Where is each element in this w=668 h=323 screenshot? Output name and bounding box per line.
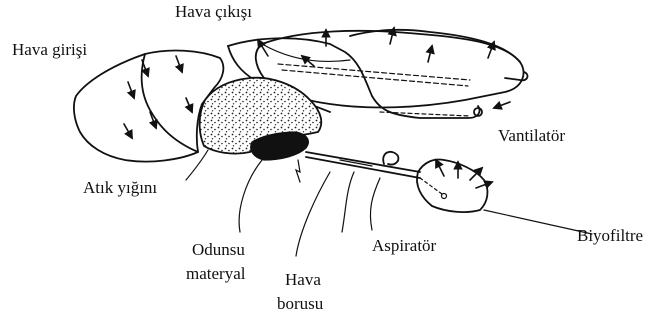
label-aspirator: Aspiratör xyxy=(372,236,436,256)
label-air-inlet: Hava girişi xyxy=(12,40,87,60)
label-air-pipe-line1: Hava xyxy=(285,270,321,290)
label-biofilter: Biyofiltre xyxy=(577,226,643,246)
front-pile-section xyxy=(74,51,223,162)
air-pipe xyxy=(306,152,420,178)
label-woody-material-line1: Odunsu xyxy=(192,240,245,260)
air-outlet-arrows xyxy=(258,28,494,66)
label-fan: Vantilatör xyxy=(498,126,565,146)
waste-pile-cross-section xyxy=(200,78,322,182)
fan-arrow xyxy=(494,102,510,108)
label-waste-pile: Atık yığını xyxy=(83,178,157,198)
label-air-pipe-line2: borusu xyxy=(277,294,323,314)
label-woody-material-line2: materyal xyxy=(186,264,245,284)
biofilter-outlet-arrows xyxy=(436,160,492,188)
biofilter xyxy=(417,160,488,213)
air-inlet-arrows xyxy=(124,56,192,138)
label-air-outlet: Hava çıkışı xyxy=(175,2,252,22)
